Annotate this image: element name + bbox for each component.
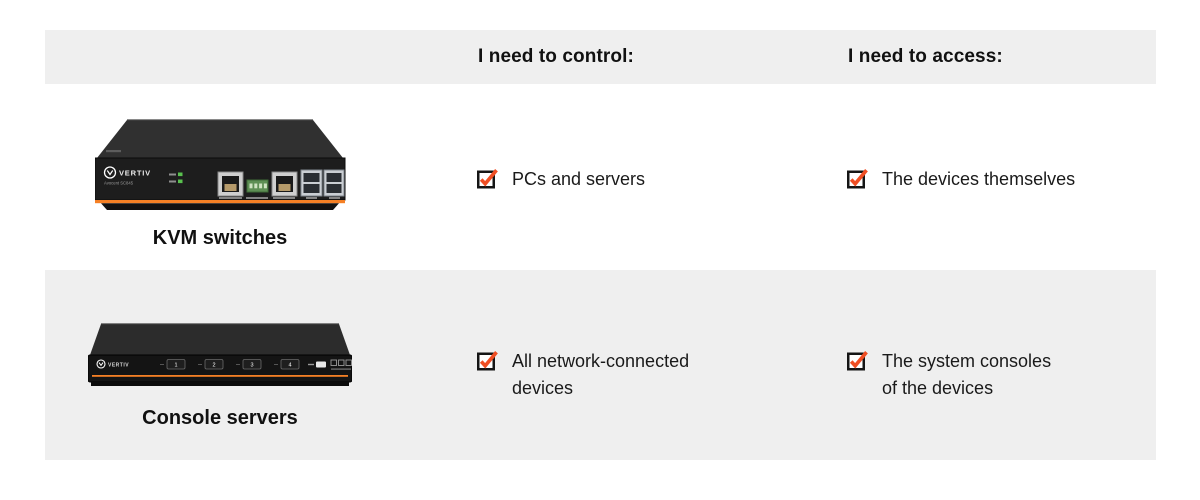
panel-icons bbox=[330, 359, 352, 370]
orange-line bbox=[92, 375, 348, 377]
svg-text:VERTIV: VERTIV bbox=[119, 169, 151, 178]
svg-text:2: 2 bbox=[212, 363, 215, 369]
console-server-image: VERTIV 1 2 3 4 bbox=[88, 323, 352, 386]
checkbox-checked-icon bbox=[477, 351, 498, 371]
kvm-control-item: PCs and servers bbox=[477, 166, 645, 193]
svg-text:3: 3 bbox=[250, 363, 253, 369]
item-text: PCs and servers bbox=[512, 169, 646, 189]
kvm-switch-image: VERTIV Avocent SC845 bbox=[95, 119, 346, 210]
usb-port-stack bbox=[323, 169, 345, 197]
checkbox-checked-icon bbox=[847, 351, 868, 371]
port-buttons: 1 2 3 4 bbox=[160, 359, 300, 370]
svg-text:1: 1 bbox=[174, 363, 177, 369]
top-marking bbox=[106, 150, 121, 153]
svg-text:VERTIV: VERTIV bbox=[108, 363, 129, 369]
checkbox-checked-icon bbox=[477, 169, 498, 189]
kvm-switches-label: KVM switches bbox=[152, 227, 288, 249]
item-text: All network-connected devices bbox=[512, 351, 690, 398]
usb-port-stack bbox=[300, 169, 323, 197]
item-text: The devices themselves bbox=[882, 169, 1076, 189]
svg-text:4: 4 bbox=[288, 363, 291, 369]
orange-stripe bbox=[95, 200, 345, 204]
console-servers-label: Console servers bbox=[142, 407, 298, 429]
vertiv-logo: VERTIV bbox=[96, 359, 129, 369]
checkbox-checked-icon bbox=[847, 169, 868, 189]
terminal-block bbox=[246, 179, 269, 193]
item-text: The system consoles of the devices bbox=[882, 351, 1052, 398]
rj45-port bbox=[217, 171, 244, 197]
header-band bbox=[45, 30, 1156, 84]
port-captions bbox=[219, 197, 340, 199]
status-leds bbox=[169, 172, 183, 184]
kvm-access-item: The devices themselves bbox=[847, 166, 1075, 193]
console-access-item: The system consoles of the devices bbox=[847, 348, 1051, 402]
console-control-item: All network-connected devices bbox=[477, 348, 689, 402]
rj45-port bbox=[271, 171, 298, 197]
column-header-control: I need to control: bbox=[478, 46, 634, 67]
usb-icon bbox=[308, 361, 326, 368]
vertiv-logo: VERTIV Avocent SC845 bbox=[103, 166, 151, 186]
column-header-access: I need to access: bbox=[848, 46, 1003, 67]
model-text: Avocent SC845 bbox=[104, 181, 134, 186]
